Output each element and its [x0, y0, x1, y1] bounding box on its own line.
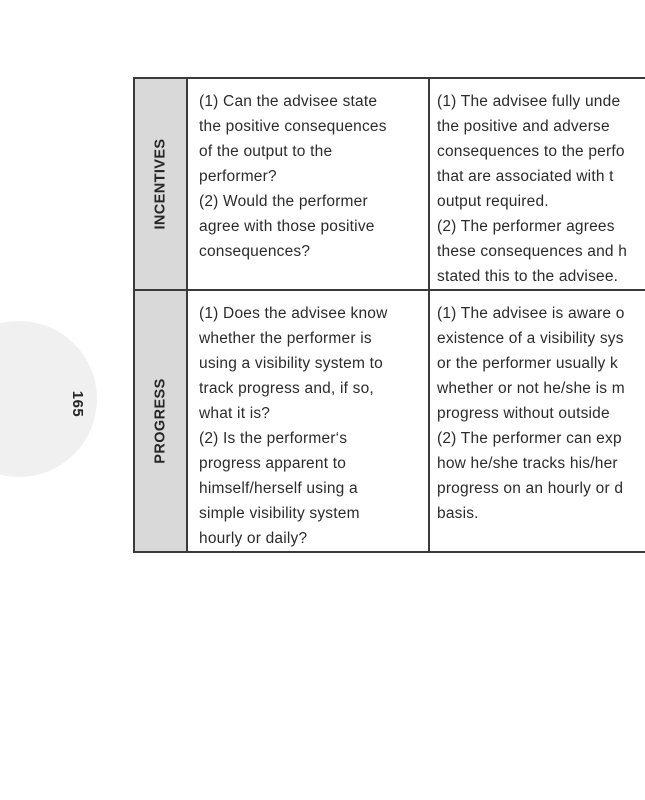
text-line: what it is?	[199, 405, 271, 422]
text-line: performer?	[199, 168, 277, 185]
text-line: stated this to the advisee.	[437, 268, 619, 285]
text-line: existence of a visibility sys	[437, 330, 624, 347]
text-line: whether or not he/she is m	[437, 380, 625, 397]
text-line: hourly or daily?	[199, 530, 308, 547]
text-line: track progress and, if so,	[199, 380, 374, 397]
answer-cell-progress: (1) The advisee is aware o existence of a…	[430, 291, 645, 551]
text-line: basis.	[437, 505, 479, 522]
checklist-table: INCENTIVES (1) Can the advisee state the …	[133, 77, 645, 553]
table-row-incentives: INCENTIVES (1) Can the advisee state the …	[135, 79, 645, 291]
question-cell-progress: (1) Does the advisee know whether the per…	[188, 291, 430, 551]
text-line: consequences?	[199, 243, 311, 260]
text-line: (1) Does the advisee know	[199, 305, 388, 322]
page-number: 165	[69, 390, 87, 418]
text-line: the positive consequences	[199, 118, 387, 135]
question-cell-incentives: (1) Can the advisee state the positive co…	[188, 79, 430, 289]
text-line: these consequences and h	[437, 243, 628, 260]
text-line: progress apparent to	[199, 455, 347, 472]
text-line: how he/she tracks his/her	[437, 455, 618, 472]
text-line: (1) The advisee fully unde	[437, 93, 621, 110]
text-line: that are associated with t	[437, 168, 614, 185]
text-line: of the output to the	[199, 143, 333, 160]
text-line: whether the performer is	[199, 330, 372, 347]
answer-cell-incentives: (1) The advisee fully unde the positive a…	[430, 79, 645, 289]
text-line: progress without outside	[437, 405, 610, 422]
text-line: output required.	[437, 193, 549, 210]
text-line: (2) Would the performer	[199, 193, 368, 210]
text-line: consequences to the perfo	[437, 143, 625, 160]
text-line: (2) The performer can exp	[437, 430, 622, 447]
text-line: agree with those positive	[199, 218, 375, 235]
row-header-label: INCENTIVES	[152, 138, 169, 230]
text-line: or the performer usually k	[437, 355, 618, 372]
text-line: himself/herself using a	[199, 480, 358, 497]
text-line: (1) The advisee is aware o	[437, 305, 625, 322]
text-line: progress on an hourly or d	[437, 480, 624, 497]
text-line: using a visibility system to	[199, 355, 383, 372]
row-header-label: PROGRESS	[152, 378, 169, 464]
table-row-progress: PROGRESS (1) Does the advisee know whethe…	[135, 291, 645, 551]
row-header-cell-progress: PROGRESS	[135, 291, 188, 551]
text-line: (2) The performer agrees	[437, 218, 615, 235]
text-line: simple visibility system	[199, 505, 360, 522]
text-line: the positive and adverse	[437, 118, 610, 135]
text-line: (2) Is the performer‘s	[199, 430, 348, 447]
text-line: (1) Can the advisee state	[199, 93, 378, 110]
row-header-cell-incentives: INCENTIVES	[135, 79, 188, 289]
